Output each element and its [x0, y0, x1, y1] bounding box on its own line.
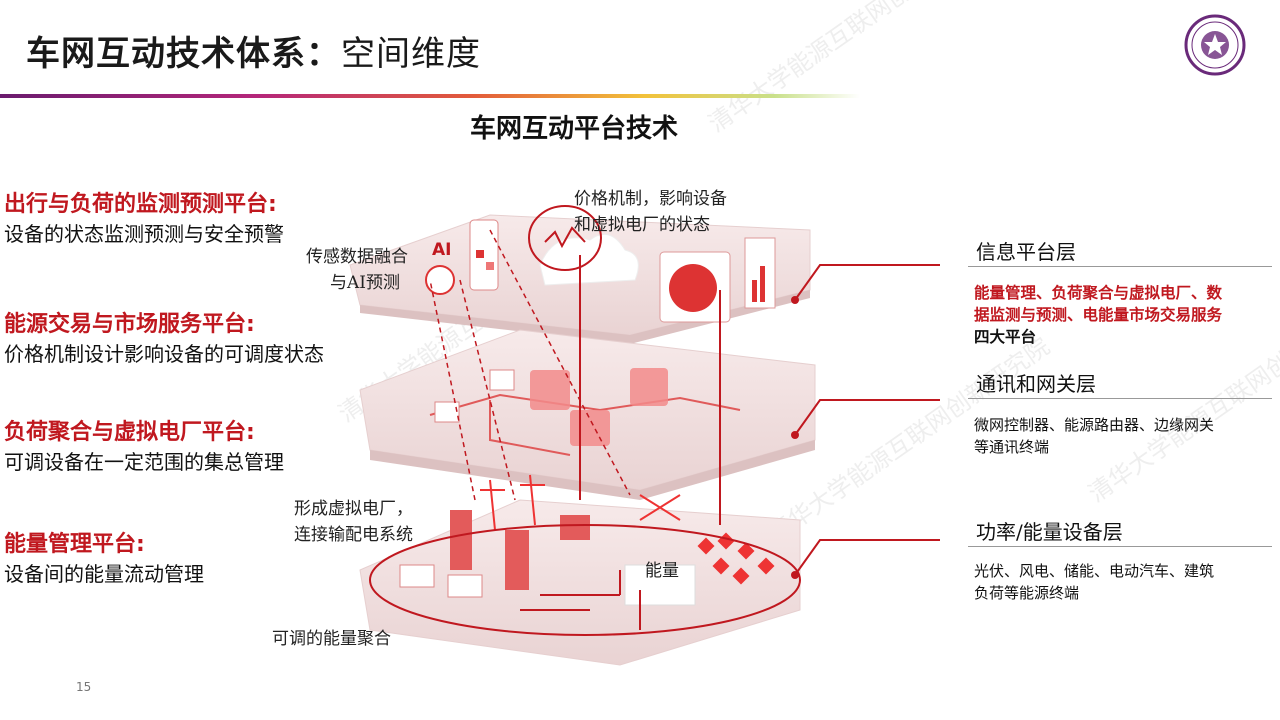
equipment-desc-line2: 负荷等能源终端	[974, 584, 1080, 602]
title-gradient-rule	[0, 94, 860, 98]
equipment-desc-line1: 光伏、风电、储能、电动汽车、建筑	[974, 562, 1215, 580]
platform-desc-energy: 设备间的能量流动管理	[4, 562, 204, 586]
info-layer-desc-line2: 据监测与预测、电能量市场交易服务	[974, 306, 1223, 324]
annotation-sensing-2: 与AI预测	[330, 273, 400, 293]
annotation-energy: 能量	[645, 561, 679, 581]
aggregation-ellipse	[369, 524, 801, 636]
watermark: 清华大学能源互联网创新研究院	[703, 0, 995, 138]
layer-divider	[968, 266, 1272, 267]
platform-heading-monitoring: 出行与负荷的监测预测平台:	[4, 192, 277, 217]
platform-heading-aggregation: 负荷聚合与虚拟电厂平台:	[4, 420, 255, 445]
platform-desc-monitoring: 设备的状态监测预测与安全预警	[4, 222, 284, 246]
page-number: 15	[76, 680, 92, 694]
platform-desc-trading: 价格机制设计影响设备的可调度状态	[4, 342, 324, 366]
title-sub: 空间维度	[341, 34, 481, 74]
platform-title: 车网互动平台技术	[470, 114, 679, 144]
platform-heading-trading: 能源交易与市场服务平台:	[4, 312, 255, 337]
title-main: 车网互动技术体系：	[26, 34, 341, 74]
price-highlight-ring	[528, 205, 602, 271]
annotation-vpp: 形成虚拟电厂，	[294, 499, 413, 519]
annotation-vpp-2: 连接输配电系统	[294, 525, 413, 545]
gateway-layer-description: 微网控制器、能源路由器、边缘网关 等通讯终端	[974, 414, 1214, 458]
annotation-price-2: 和虚拟电厂的状态	[574, 215, 710, 235]
annotation-price: 价格机制，影响设备	[574, 189, 727, 209]
platform-heading-energy: 能量管理平台:	[4, 532, 145, 557]
ai-badge: AI	[432, 240, 452, 260]
annotation-aggregation: 可调的能量聚合	[272, 629, 391, 649]
slide-title: 车网互动技术体系：空间维度	[26, 26, 481, 75]
platform-desc-aggregation: 可调设备在一定范围的集总管理	[4, 450, 284, 474]
info-layer-desc-line3: 四大平台	[974, 328, 1037, 346]
info-layer-description: 能量管理、负荷聚合与虚拟电厂、数 据监测与预测、电能量市场交易服务 四大平台	[974, 282, 1222, 348]
gateway-desc-line2: 等通讯终端	[974, 438, 1050, 456]
layer-gateway: 通讯和网关层	[976, 372, 1096, 396]
layer-equipment: 功率/能量设备层	[976, 520, 1123, 544]
layered-system-illustration	[349, 205, 940, 666]
equipment-layer-description: 光伏、风电、储能、电动汽车、建筑 负荷等能源终端	[974, 560, 1214, 604]
layer-divider	[968, 546, 1272, 547]
annotation-sensing: 传感数据融合	[306, 247, 408, 267]
info-layer-desc-line1: 能量管理、负荷聚合与虚拟电厂、数	[974, 284, 1223, 302]
gateway-desc-line1: 微网控制器、能源路由器、边缘网关	[974, 416, 1215, 434]
layer-divider	[968, 398, 1272, 399]
layer-info-platform: 信息平台层	[976, 240, 1076, 264]
university-seal-logo	[1184, 14, 1246, 76]
